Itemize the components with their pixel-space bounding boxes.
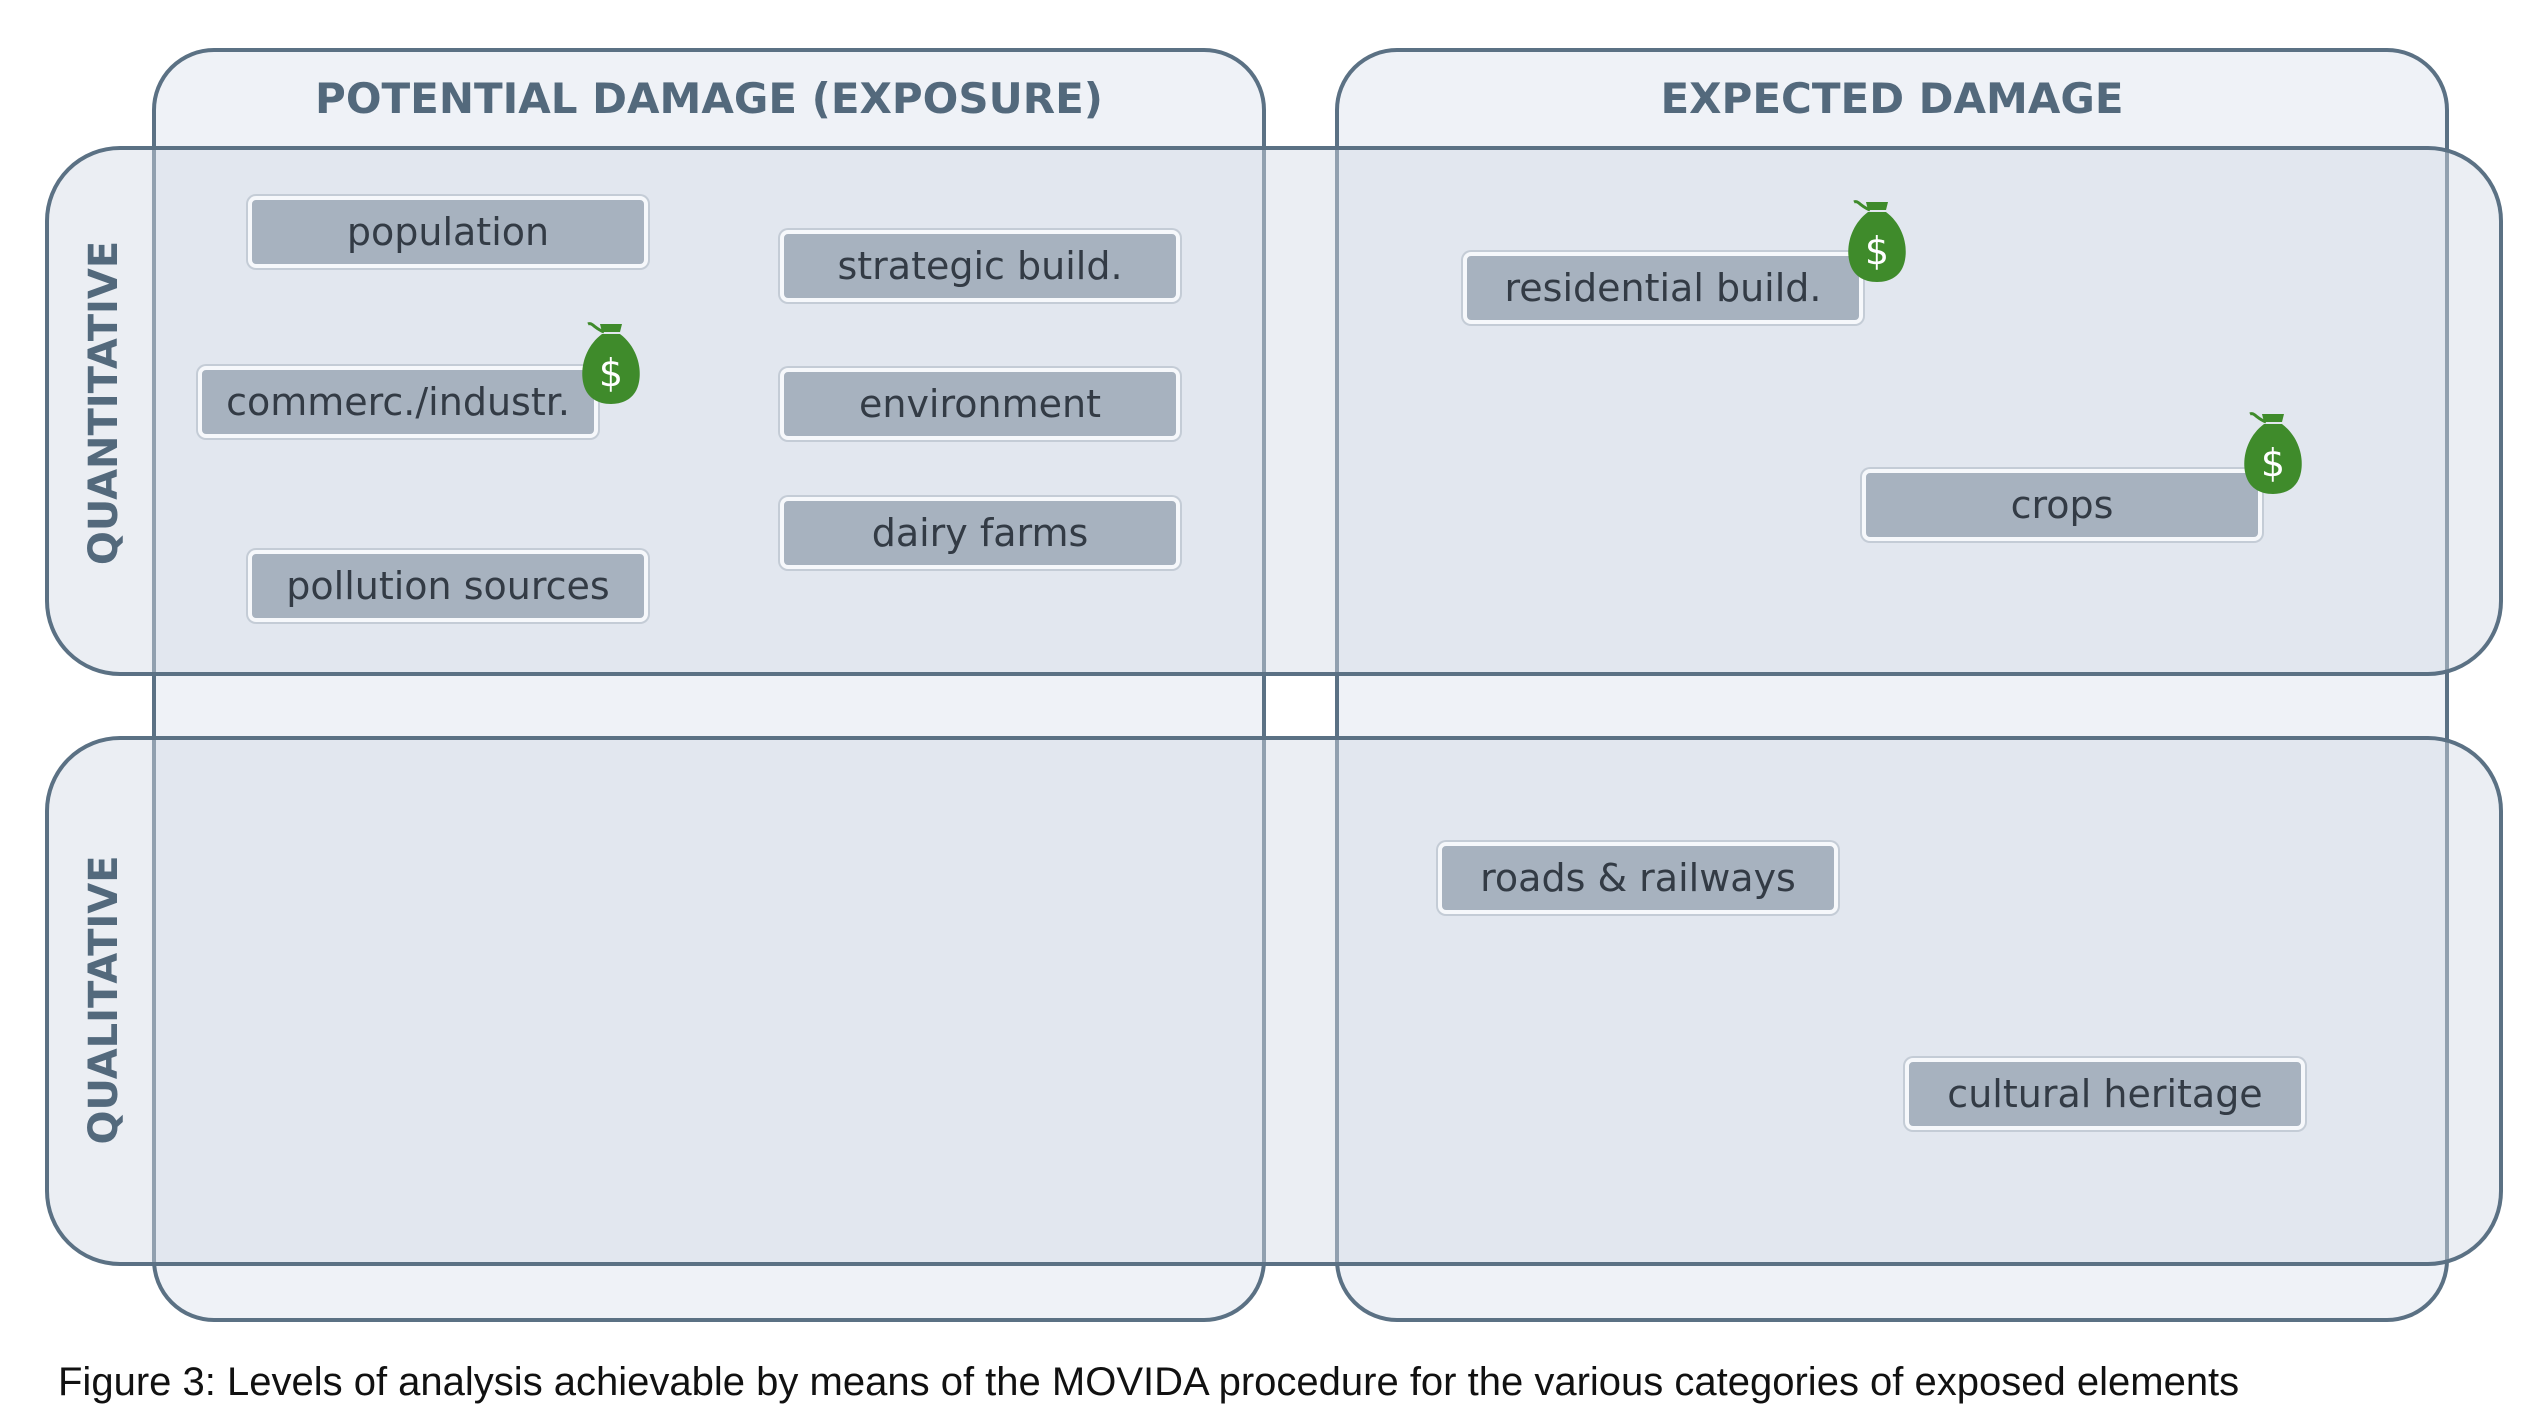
figure-caption: Figure 3: Levels of analysis achievable …	[58, 1360, 2240, 1404]
money-bag-icon: $	[2244, 412, 2302, 494]
tag-cultural-heritage: cultural heritage	[1905, 1058, 2305, 1130]
money-bag-icon: $	[1848, 200, 1906, 282]
tag-residential-build: residential build.	[1463, 252, 1863, 324]
row-qualitative	[45, 736, 2503, 1266]
column-title-potential-damage: POTENTIAL DAMAGE (EXPOSURE)	[315, 74, 1103, 123]
svg-text:$: $	[2261, 441, 2285, 485]
row-title-quantitative: QUANTITATIVE	[81, 240, 127, 566]
tag-population: population	[248, 196, 648, 268]
svg-text:$: $	[1865, 229, 1889, 273]
column-title-expected-damage: EXPECTED DAMAGE	[1660, 74, 2124, 123]
tag-environment: environment	[780, 368, 1180, 440]
svg-text:$: $	[599, 351, 623, 395]
tag-pollution-sources: pollution sources	[248, 550, 648, 622]
tag-commerc-industr: commerc./industr.	[198, 366, 598, 438]
tag-strategic-build: strategic build.	[780, 230, 1180, 302]
money-bag-icon: $	[582, 322, 640, 404]
row-title-qualitative: QUALITATIVE	[81, 855, 127, 1145]
tag-dairy-farms: dairy farms	[780, 497, 1180, 569]
tag-roads-railways: roads & railways	[1438, 842, 1838, 914]
tag-crops: crops	[1862, 469, 2262, 541]
